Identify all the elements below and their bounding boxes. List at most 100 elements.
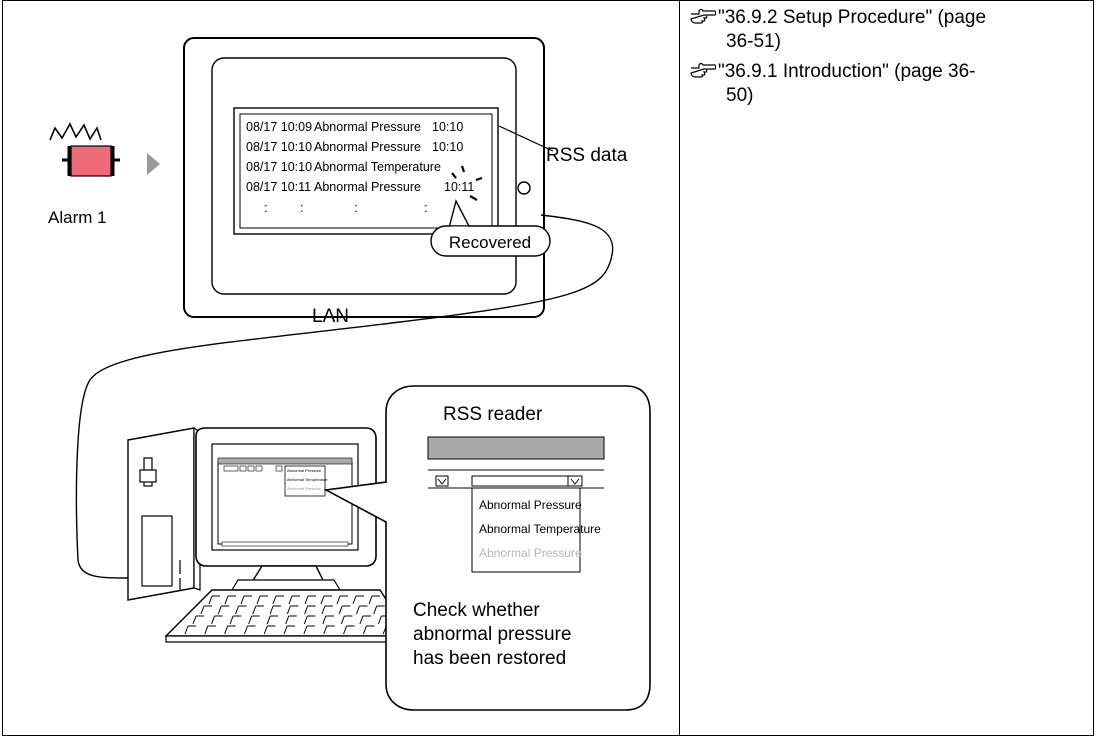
keyboard-key — [192, 615, 204, 625]
log-recovered-time: 10:10 — [432, 140, 463, 154]
sparkle-icon — [451, 165, 483, 201]
log-message: Abnormal Pressure — [314, 180, 421, 194]
keyboard-key — [303, 625, 315, 635]
caption-line: abnormal pressure — [413, 624, 571, 645]
keyboard-key — [288, 595, 300, 605]
keyboard-key — [362, 625, 375, 635]
keyboard-key — [248, 615, 260, 625]
keyboard-key — [184, 625, 196, 635]
keyboard-key — [229, 615, 242, 625]
rss-data-leader — [498, 125, 554, 152]
keyboard-key — [204, 625, 216, 635]
keyboard-key — [285, 615, 297, 625]
keyboard-key — [359, 615, 371, 625]
keyboard-key — [224, 625, 236, 635]
arrow-right-icon — [147, 153, 160, 175]
keyboard-key — [323, 625, 335, 635]
lan-label: LAN — [312, 306, 349, 327]
reference-text: "36.9.1 Introduction" (page 36-50) — [718, 61, 976, 106]
log-message: Abnormal Pressure — [314, 120, 421, 134]
reader-item: Abnormal Pressure — [479, 546, 582, 560]
keyboard-key — [208, 595, 220, 605]
log-message: Abnormal Temperature — [314, 160, 441, 174]
caption-line: has been restored — [413, 648, 566, 669]
pc-tower — [127, 426, 201, 601]
svg-text::: : — [354, 200, 358, 215]
svg-text::: : — [300, 200, 304, 215]
log-timestamp: 08/17 10:10 — [246, 140, 312, 154]
alarm-icon — [49, 122, 120, 177]
keyboard-key — [321, 605, 333, 615]
log-timestamp: 08/17 10:09 — [246, 120, 312, 134]
keyboard-key — [336, 595, 348, 605]
keyboard-key — [272, 595, 284, 605]
log-message: Abnormal Pressure — [314, 140, 421, 154]
svg-text::: : — [264, 200, 268, 215]
keyboard-key — [266, 615, 279, 625]
keyboard-key — [303, 615, 316, 625]
screen-item: Abnormal Pressure — [287, 486, 322, 491]
keyboard-key — [269, 605, 282, 615]
recovered-label: Recovered — [449, 233, 531, 252]
keyboard-key — [252, 605, 264, 615]
log-recovered-time: 10:11 — [444, 180, 474, 194]
keyboard-key — [373, 605, 385, 615]
lan-cable — [75, 214, 614, 579]
keyboard — [164, 589, 412, 643]
svg-text::: : — [424, 200, 428, 215]
keyboard-key — [217, 605, 230, 615]
keyboard-key — [243, 625, 256, 635]
column-divider — [679, 0, 680, 736]
keyboard-key — [368, 595, 380, 605]
log-timestamp: 08/17 10:11 — [246, 180, 311, 194]
caption-line: Check whether — [413, 600, 540, 621]
keyboard-key — [224, 595, 236, 605]
keyboard-key — [286, 605, 299, 615]
keyboard-key — [338, 605, 351, 615]
keyboard-key — [322, 615, 334, 625]
keyboard-key — [263, 625, 276, 635]
screen-item: Abnormal Temperature — [287, 477, 328, 482]
pointing-hand-icon — [690, 60, 717, 108]
reader-item: Abnormal Pressure — [479, 498, 582, 512]
log-timestamp: 08/17 10:10 — [246, 160, 312, 174]
continuation-marks: : : : : — [264, 200, 428, 215]
rss-data-label: RSS data — [546, 145, 628, 166]
alarm-label: Alarm 1 — [48, 208, 107, 227]
display-panel — [183, 37, 545, 318]
pointing-hand-icon — [690, 6, 717, 54]
reader-caption: Check whether abnormal pressure has been r… — [413, 600, 571, 669]
keyboard-key — [211, 615, 223, 625]
screen-item: Abnormal Pressure — [287, 468, 322, 473]
reference-link[interactable]: "36.9.1 Introduction" (page 36-50) — [690, 60, 1090, 108]
keyboard-key — [304, 595, 316, 605]
keyboard-key — [320, 595, 332, 605]
keyboard-key — [352, 595, 364, 605]
keyboard-key — [343, 625, 355, 635]
rss-reader-title: RSS reader — [443, 404, 543, 425]
log-recovered-time: 10:10 — [432, 120, 463, 134]
reader-item: Abnormal Temperature — [479, 522, 601, 536]
keyboard-key — [340, 615, 353, 625]
keyboard-key — [240, 595, 252, 605]
keyboard-key — [283, 625, 296, 635]
rss-reader-window — [427, 436, 605, 573]
keyboard-key — [256, 595, 268, 605]
keyboard-key — [355, 605, 368, 615]
keyboard-key — [304, 605, 316, 615]
keyboard-key — [235, 605, 247, 615]
keyboard-key — [200, 605, 212, 615]
